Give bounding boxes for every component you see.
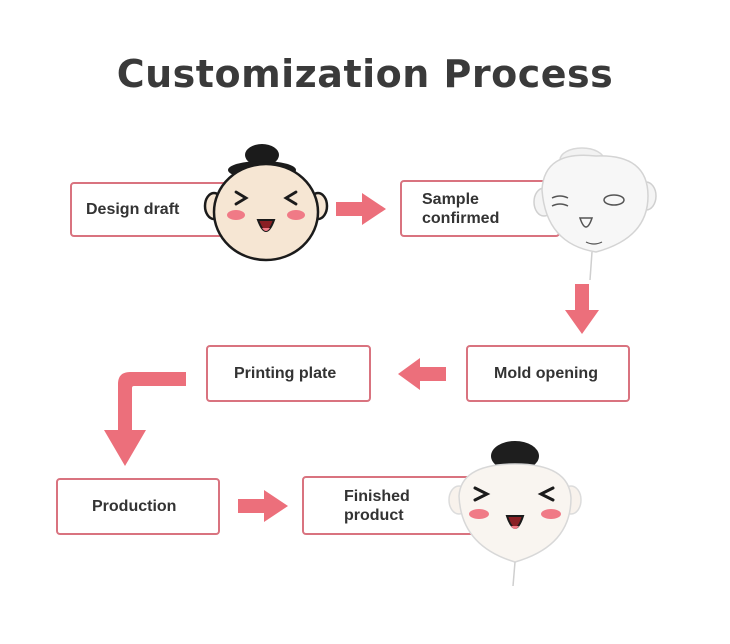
- step-label: Finished product: [344, 487, 410, 524]
- step-finished-product: Finished product: [302, 476, 478, 535]
- step-production: Production: [56, 478, 220, 535]
- step-label: Design draft: [86, 201, 180, 218]
- step-label: Mold opening: [494, 365, 598, 382]
- step-mold-opening: Mold opening: [466, 345, 630, 402]
- page-title: Customization Process: [116, 52, 614, 96]
- arrow-right-icon: [238, 490, 288, 522]
- arrow-right-icon: [336, 193, 386, 225]
- step-label: Production: [92, 498, 177, 515]
- white-balloon-sample: [533, 147, 657, 280]
- arrow-bend-down-icon: [104, 372, 186, 466]
- arrow-down-icon: [565, 284, 599, 334]
- step-design-draft: Design draft: [70, 182, 230, 237]
- step-label: Sample confirmed: [422, 190, 500, 227]
- step-label: Printing plate: [234, 365, 337, 382]
- printed-balloon-product: [448, 441, 582, 586]
- cartoon-face-drawing: [203, 144, 329, 262]
- arrow-left-icon: [398, 358, 446, 390]
- step-printing-plate: Printing plate: [206, 345, 371, 402]
